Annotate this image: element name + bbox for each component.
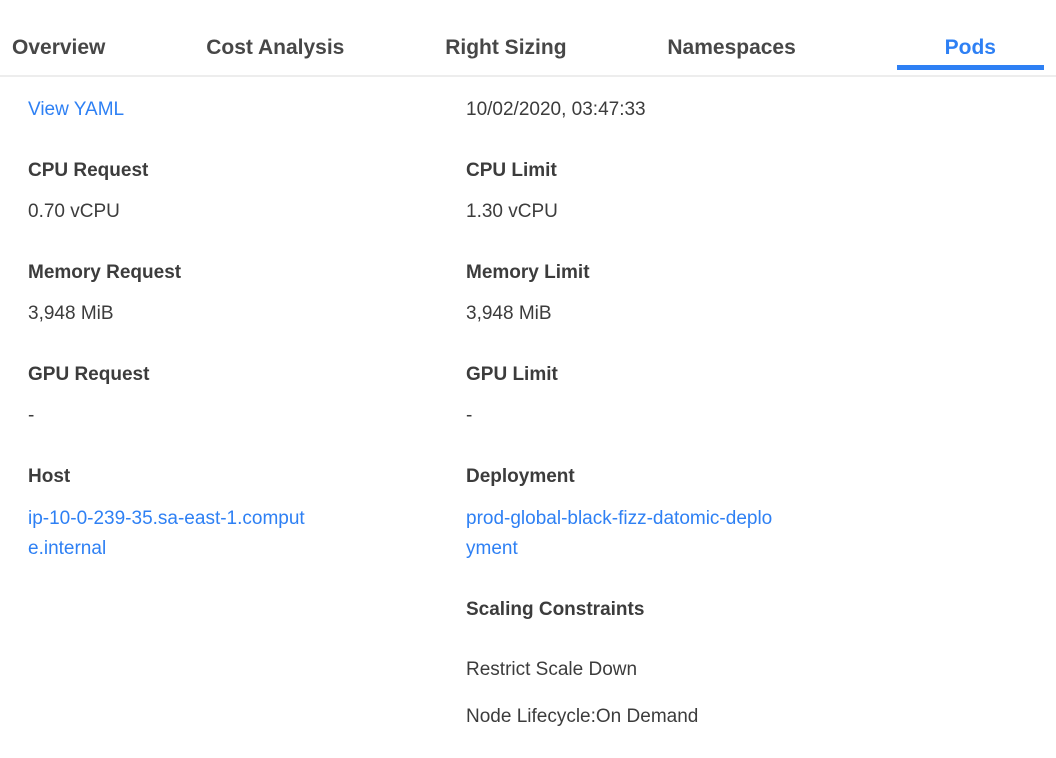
scaling-constraint-node-lifecycle: Node Lifecycle:On Demand (466, 706, 699, 727)
field-scaling-constraints: Scaling Constraints Restrict Scale Down … (466, 596, 1028, 730)
memory-limit-label: Memory Limit (466, 262, 590, 283)
row-header: View YAML 10/02/2020, 03:47:33 (28, 96, 1028, 123)
deployment-link[interactable]: prod-global-black-fizz-datomic-deploymen… (466, 508, 773, 559)
row-memory: Memory Request 3,948 MiB Memory Limit 3,… (28, 259, 1028, 327)
field-host: Host ip-10-0-239-35.sa-east-1.compute.in… (28, 463, 466, 564)
tab-cost-analysis[interactable]: Cost Analysis (206, 0, 344, 75)
tab-overview[interactable]: Overview (12, 0, 105, 75)
gpu-request-label: GPU Request (28, 364, 150, 385)
view-yaml-link[interactable]: View YAML (28, 99, 125, 120)
scaling-constraint-restrict-scale-down: Restrict Scale Down (466, 659, 638, 680)
tab-right-sizing[interactable]: Right Sizing (445, 0, 566, 75)
pod-timestamp: 10/02/2020, 03:47:33 (466, 99, 646, 120)
scaling-constraints-label: Scaling Constraints (466, 599, 645, 620)
field-cpu-limit: CPU Limit 1.30 vCPU (466, 157, 1028, 225)
pod-details-panel: View YAML 10/02/2020, 03:47:33 CPU Reque… (0, 77, 1056, 730)
field-gpu-limit: GPU Limit - (466, 361, 1028, 429)
deployment-label: Deployment (466, 466, 575, 487)
field-memory-request: Memory Request 3,948 MiB (28, 259, 466, 327)
host-link[interactable]: ip-10-0-239-35.sa-east-1.compute.interna… (28, 508, 305, 559)
gpu-request-value: - (28, 405, 35, 426)
memory-request-label: Memory Request (28, 262, 182, 283)
gpu-limit-value: - (466, 405, 473, 426)
tab-namespaces[interactable]: Namespaces (667, 0, 795, 75)
tab-bar: Overview Cost Analysis Right Sizing Name… (0, 0, 1056, 77)
field-cpu-request: CPU Request 0.70 vCPU (28, 157, 466, 225)
field-deployment: Deployment prod-global-black-fizz-datomi… (466, 463, 1028, 564)
cpu-limit-label: CPU Limit (466, 160, 557, 181)
cpu-limit-value: 1.30 vCPU (466, 201, 558, 222)
row-host-deployment: Host ip-10-0-239-35.sa-east-1.compute.in… (28, 463, 1028, 730)
right-column-stack: Deployment prod-global-black-fizz-datomi… (466, 463, 1028, 730)
cpu-request-value: 0.70 vCPU (28, 201, 120, 222)
view-yaml-cell: View YAML (28, 96, 466, 123)
field-memory-limit: Memory Limit 3,948 MiB (466, 259, 1028, 327)
memory-limit-value: 3,948 MiB (466, 303, 552, 324)
row-cpu: CPU Request 0.70 vCPU CPU Limit 1.30 vCP… (28, 157, 1028, 225)
cpu-request-label: CPU Request (28, 160, 149, 181)
row-gpu: GPU Request - GPU Limit - (28, 361, 1028, 429)
field-gpu-request: GPU Request - (28, 361, 466, 429)
tab-pods[interactable]: Pods (896, 0, 1045, 75)
memory-request-value: 3,948 MiB (28, 303, 114, 324)
gpu-limit-label: GPU Limit (466, 364, 558, 385)
host-label: Host (28, 466, 71, 487)
